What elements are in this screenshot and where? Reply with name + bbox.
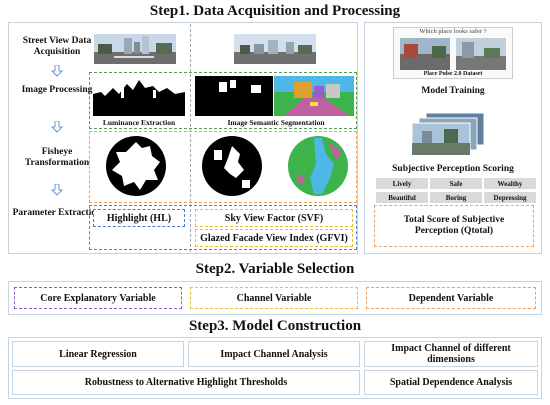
- down-arrow-icon: [51, 65, 63, 77]
- spatial-dependence-box: Spatial Dependence Analysis: [364, 370, 538, 395]
- pulse-right-image: [456, 38, 506, 70]
- model-training-label: Model Training: [421, 86, 485, 96]
- perception-chip-depressing: Depressing: [484, 192, 536, 203]
- perception-chip-safe: Safe: [430, 178, 482, 189]
- step-street-view-acquisition: Street View Data Acquisition: [22, 36, 92, 57]
- step2-title: Step2. Variable Selection: [195, 261, 355, 277]
- perception-chip-beautiful: Beautiful: [376, 192, 428, 203]
- perception-image-stack: [412, 113, 485, 155]
- highlight-hl-box: Highlight (HL): [93, 209, 185, 227]
- fisheye-sky-image: [202, 136, 262, 196]
- luminance-extraction-image: [93, 76, 185, 116]
- pulse-question: Which place looks safer ?: [419, 28, 487, 35]
- luminance-extraction-label: Luminance Extraction: [102, 118, 176, 127]
- total-score-box: Total Score of Subjective Perception (Qt…: [374, 205, 534, 247]
- pulse-left-image: [400, 38, 450, 70]
- impact-channel-dimensions-box: Impact Channel of different dimensions: [364, 341, 538, 367]
- step-image-processing: Image Processing: [21, 85, 93, 95]
- step3-title: Step3. Model Construction: [188, 318, 362, 334]
- step-fisheye-transformation: Fisheye Transformation: [24, 147, 90, 168]
- linear-regression-box: Linear Regression: [12, 341, 184, 367]
- column-divider: [190, 24, 191, 252]
- fisheye-group: [89, 131, 357, 203]
- svf-box: Sky View Factor (SVF): [195, 209, 353, 227]
- down-arrow-icon: [51, 184, 63, 196]
- segmentation-label: Image Semantic Segmentation: [227, 118, 325, 127]
- dependent-variable-box: Dependent Variable: [366, 287, 536, 309]
- place-pulse-dataset-image: Which place looks safer ? Place Pulse 2.…: [393, 27, 513, 79]
- street-view-panorama-image: [94, 34, 176, 64]
- fisheye-luminance-image: [106, 136, 166, 196]
- step2-panel: [8, 281, 542, 315]
- subjective-perception-title: Subjective Perception Scoring: [392, 164, 514, 174]
- step1-title: Step1. Data Acquisition and Processing: [149, 3, 401, 19]
- pulse-caption: Place Pulse 2.0 Dataset: [423, 71, 483, 77]
- fisheye-segmentation-image: [288, 136, 348, 196]
- perception-chip-wealthy: Wealthy: [484, 178, 536, 189]
- perception-chip-boring: Boring: [430, 192, 482, 203]
- down-arrow-icon: [51, 121, 63, 133]
- robustness-box: Robustness to Alternative Highlight Thre…: [12, 370, 360, 395]
- perception-chip-lively: Lively: [376, 178, 428, 189]
- sky-mask-image: [195, 76, 273, 116]
- channel-variable-box: Channel Variable: [190, 287, 358, 309]
- gfvi-box: Glazed Facade View Index (GFVI): [195, 229, 353, 247]
- semantic-segmentation-image: [274, 76, 354, 116]
- core-explanatory-variable-box: Core Explanatory Variable: [14, 287, 182, 309]
- parameter-extraction-group: [89, 205, 357, 250]
- street-view-panorama-image: [234, 34, 316, 64]
- impact-channel-analysis-box: Impact Channel Analysis: [188, 341, 360, 367]
- step-parameter-extraction: Parameter Extraction: [12, 208, 102, 218]
- image-processing-group: [89, 72, 357, 129]
